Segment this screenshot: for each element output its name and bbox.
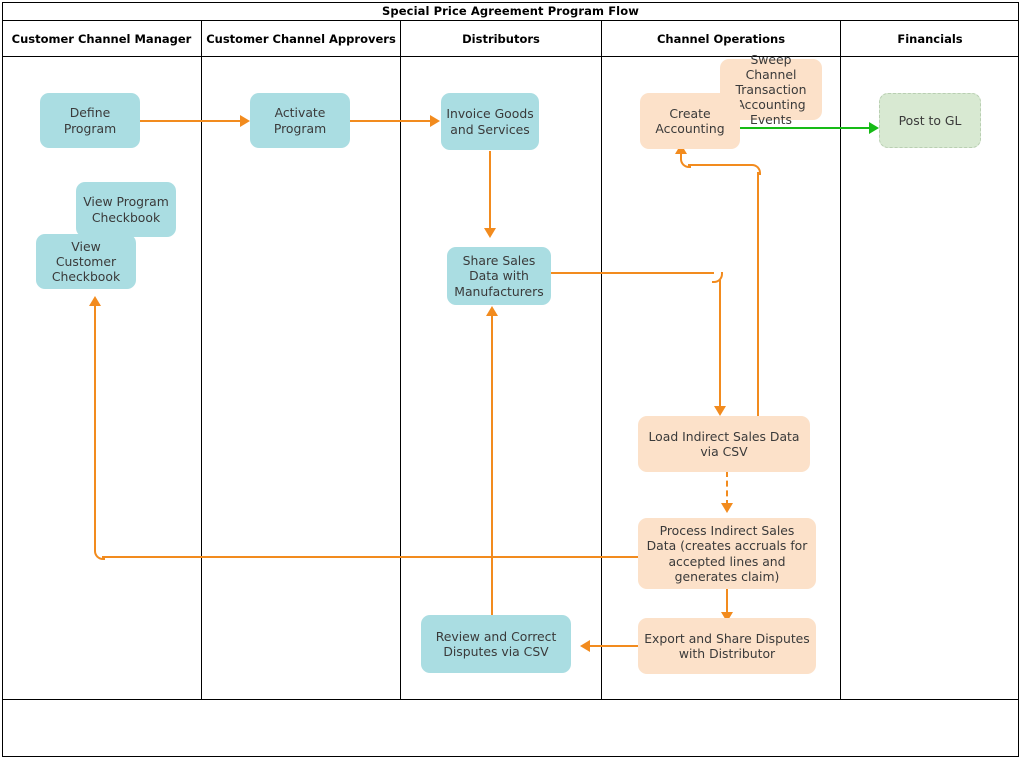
- arrowhead-down: [714, 406, 726, 416]
- lane-body-channel-operations: [602, 57, 840, 700]
- connector-load-to-create-v: [757, 172, 759, 420]
- lane-divider: [601, 57, 602, 700]
- connector-process-to-checkbook-h: [102, 556, 638, 558]
- lane-body-customer-channel-manager: [2, 57, 201, 700]
- connector-process-to-export: [726, 589, 728, 616]
- connector-activate-to-invoice: [350, 120, 431, 122]
- connector-invoice-to-share: [489, 151, 491, 230]
- lane-header-label: Channel Operations: [656, 32, 786, 46]
- node-view-customer-checkbook[interactable]: View Customer Checkbook: [36, 234, 136, 289]
- connector-export-to-review: [590, 645, 638, 647]
- arrowhead-left: [580, 640, 590, 652]
- lane-divider: [840, 21, 841, 57]
- node-post-to-gl[interactable]: Post to GL: [879, 93, 981, 148]
- connector-corner: [680, 157, 691, 168]
- connector-corner: [94, 549, 105, 560]
- lane-body-financials: [841, 57, 1019, 700]
- lane-divider: [400, 57, 401, 700]
- node-activate-program[interactable]: Activate Program: [250, 93, 350, 148]
- diagram-title-bar: Special Price Agreement Program Flow: [2, 2, 1019, 21]
- arrowhead-down: [484, 228, 496, 238]
- node-view-program-checkbook[interactable]: View Program Checkbook: [76, 182, 176, 237]
- arrowhead-down: [721, 503, 733, 513]
- connector-share-to-load-v: [719, 280, 721, 410]
- connector-define-to-activate: [140, 120, 241, 122]
- connector-share-to-load-h: [551, 272, 714, 274]
- node-create-accounting[interactable]: Create Accounting: [640, 93, 740, 149]
- arrowhead-up: [486, 306, 498, 316]
- lane-header-row: Customer Channel Manager Customer Channe…: [2, 21, 1019, 57]
- lane-body-customer-channel-approvers: [202, 57, 400, 700]
- legend: Legend Process Scheduled Process Financi…: [2, 700, 1019, 757]
- arrowhead-right-green: [869, 122, 879, 134]
- node-share-sales-data[interactable]: Share Sales Data with Manufacturers: [447, 247, 551, 305]
- connector-create-to-postgl: [739, 127, 871, 129]
- lane-divider: [201, 21, 202, 57]
- lane-body-row: [2, 57, 1019, 700]
- node-invoice-goods-and-services[interactable]: Invoice Goods and Services: [441, 93, 539, 150]
- connector-load-to-create-v2: [680, 150, 682, 160]
- connector-corner: [750, 164, 761, 175]
- node-load-indirect-sales-data[interactable]: Load Indirect Sales Data via CSV: [638, 416, 810, 472]
- lane-body-distributors: [401, 57, 601, 700]
- lane-header-label: Distributors: [462, 32, 540, 46]
- node-process-indirect-sales-data[interactable]: Process Indirect Sales Data (creates acc…: [638, 518, 816, 589]
- lane-header-label: Customer Channel Manager: [11, 32, 192, 46]
- connector-load-to-process-dashed: [726, 471, 728, 506]
- lane-header-distributors: Distributors: [401, 21, 601, 57]
- arrowhead-up: [675, 144, 687, 154]
- connector-load-to-create-h: [688, 164, 751, 166]
- arrowhead-up: [89, 296, 101, 306]
- arrowhead-right: [240, 115, 250, 127]
- lane-header-channel-operations: Channel Operations: [602, 21, 840, 57]
- node-define-program[interactable]: Define Program: [40, 93, 140, 148]
- lane-header-label: Financials: [897, 32, 963, 46]
- node-review-correct-disputes[interactable]: Review and Correct Disputes via CSV: [421, 615, 571, 673]
- arrowhead-right: [430, 115, 440, 127]
- lane-header-financials: Financials: [841, 21, 1019, 57]
- lane-header-label: Customer Channel Approvers: [206, 32, 396, 46]
- connector-review-to-share: [491, 312, 493, 616]
- lane-divider: [601, 21, 602, 57]
- connector-process-to-checkbook-v: [94, 302, 96, 551]
- node-export-share-disputes[interactable]: Export and Share Disputes with Distribut…: [638, 618, 816, 674]
- lane-divider: [400, 21, 401, 57]
- page-title: Special Price Agreement Program Flow: [382, 4, 639, 18]
- connector-corner: [712, 272, 723, 283]
- lane-divider: [201, 57, 202, 700]
- node-sweep-channel-transaction-accounting-events[interactable]: Sweep Channel Transaction Accounting Eve…: [720, 52, 822, 127]
- arrowhead-down: [721, 612, 733, 622]
- lane-divider: [840, 57, 841, 700]
- lane-header-customer-channel-manager: Customer Channel Manager: [2, 21, 201, 57]
- lane-header-customer-channel-approvers: Customer Channel Approvers: [202, 21, 400, 57]
